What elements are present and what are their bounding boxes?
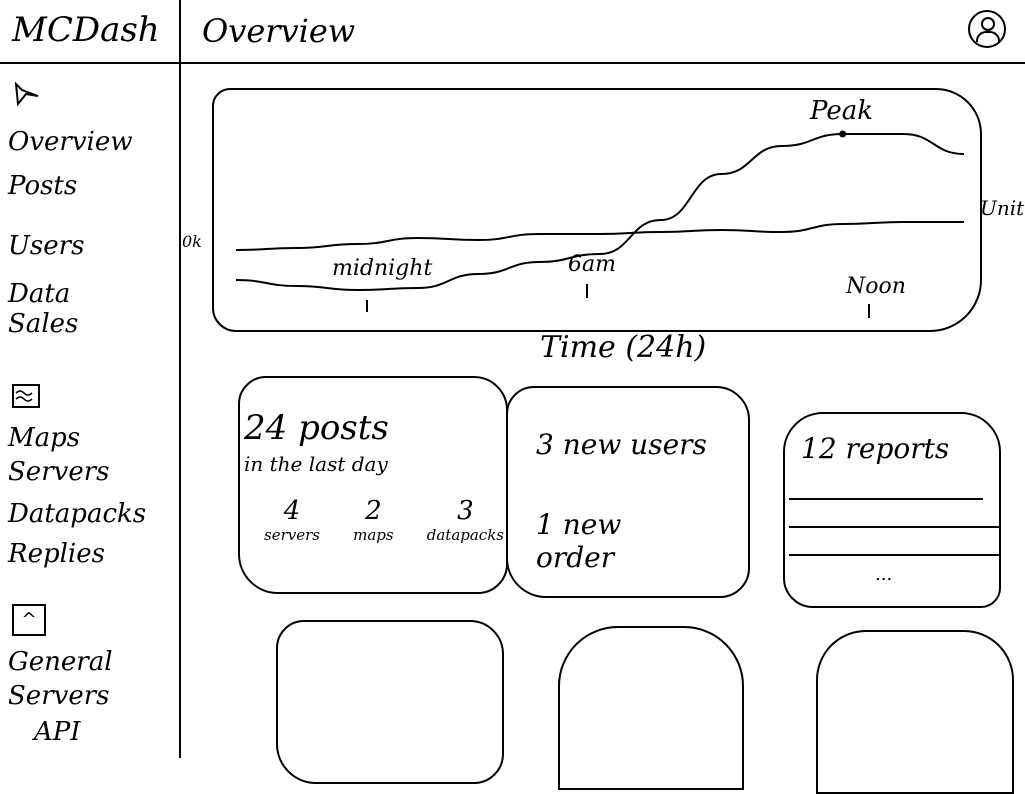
- empty-card: [558, 626, 744, 790]
- report-row[interactable]: [789, 526, 999, 528]
- sidebar-item-replies[interactable]: Replies: [8, 539, 105, 569]
- reports-card[interactable]: 12 reports ...: [783, 412, 1001, 608]
- posts-period: in the last day: [244, 452, 388, 476]
- sidebar-item-users[interactable]: Users: [8, 231, 85, 261]
- peak-point[interactable]: [839, 130, 847, 138]
- chart-icon: [12, 81, 42, 107]
- y-label-left: 0k: [182, 232, 202, 251]
- new-orders: 1 new order: [536, 508, 622, 574]
- reports-count: 12 reports: [801, 432, 950, 465]
- sidebar-item-servers-2[interactable]: Servers: [8, 681, 110, 711]
- empty-card: [276, 620, 504, 784]
- new-users: 3 new users: [536, 428, 707, 461]
- sidebar-item-maps[interactable]: Maps: [8, 423, 81, 453]
- sidebar-item-general[interactable]: General: [8, 647, 113, 677]
- sidebar-divider: [179, 0, 181, 758]
- report-row[interactable]: [789, 554, 999, 556]
- user-circle-icon[interactable]: [968, 10, 1006, 48]
- sidebar-item-datapacks[interactable]: Datapacks: [8, 499, 147, 529]
- chart-plot: [235, 130, 965, 292]
- series-line-baseline: [235, 221, 964, 251]
- reports-more[interactable]: ...: [875, 564, 893, 585]
- map-icon: [12, 384, 40, 408]
- x-axis-title: Time (24h): [540, 330, 707, 365]
- sidebar-item-overview[interactable]: Overview: [8, 127, 133, 157]
- x-tick-noon: Noon: [846, 274, 906, 299]
- server-icon: ^: [12, 604, 46, 636]
- sidebar-item-sales[interactable]: Sales: [8, 309, 79, 339]
- header-divider: [0, 62, 1025, 64]
- sidebar-item-data[interactable]: Data: [8, 279, 71, 309]
- x-tick-midnight: midnight: [332, 256, 433, 281]
- sidebar-item-api[interactable]: API: [34, 717, 81, 747]
- sidebar-item-posts[interactable]: Posts: [8, 171, 78, 201]
- users-card[interactable]: 3 new users 1 new order: [506, 386, 750, 598]
- activity-chart: Peak midnight 6am Noon: [212, 88, 982, 332]
- empty-card: [816, 630, 1014, 794]
- peak-annotation: Peak: [810, 96, 873, 126]
- app-title: MCDash: [12, 10, 160, 50]
- sidebar-item-servers[interactable]: Servers: [8, 457, 110, 487]
- report-row[interactable]: [789, 498, 983, 500]
- page-title: Overview: [202, 12, 356, 50]
- y-label-right: Unit: [980, 196, 1025, 220]
- posts-count: 24 posts: [244, 408, 389, 448]
- x-tick-6am: 6am: [568, 252, 616, 277]
